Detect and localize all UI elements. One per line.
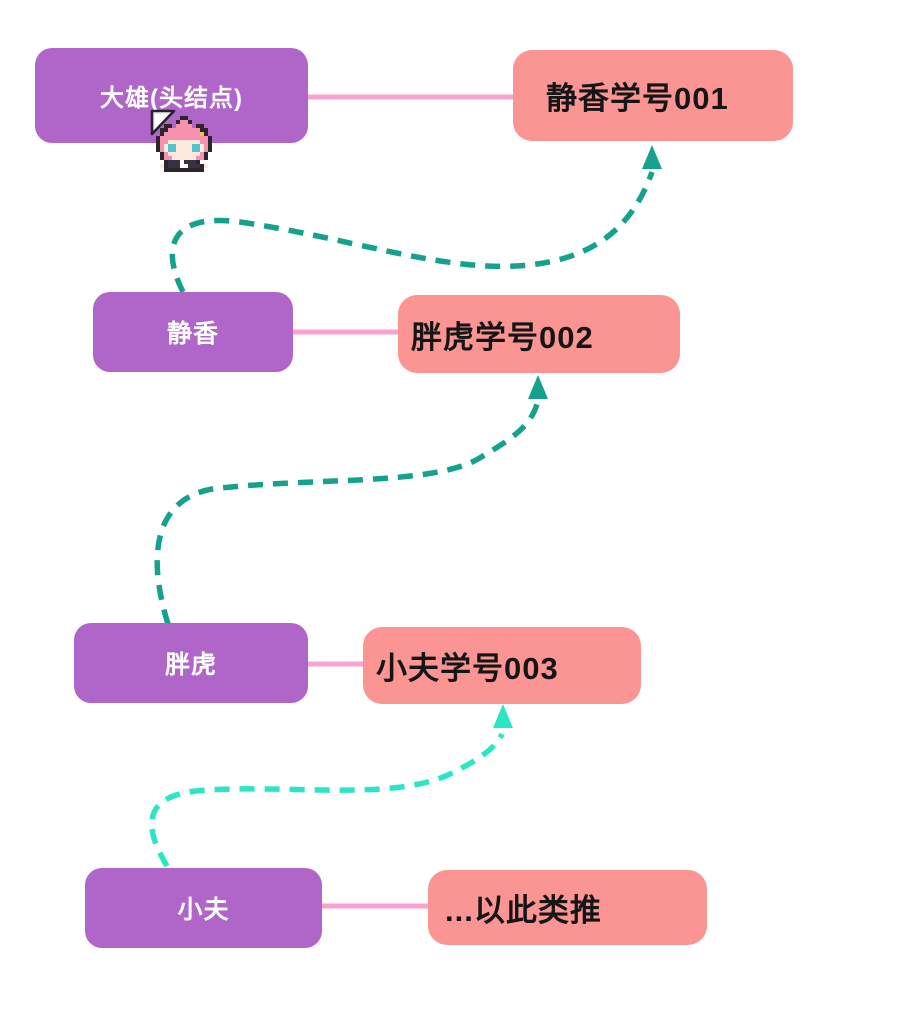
arrowhead-up-icon — [528, 375, 548, 399]
pointer-curve-1 — [169, 171, 655, 294]
arrowhead-up-icon — [642, 145, 662, 169]
anya-pixel-character — [156, 116, 212, 177]
node-box-3: 胖虎 — [74, 623, 308, 703]
node-label: 小夫 — [177, 896, 230, 924]
node-box-2: 静香 — [93, 292, 293, 372]
node-label: 胖虎 — [164, 651, 217, 679]
data-box-3: 小夫学号003 — [363, 627, 641, 704]
pointer-curve-2 — [154, 403, 540, 625]
data-box-1: 静香学号001 — [513, 50, 793, 141]
node-label: 静香 — [166, 320, 219, 348]
data-label: 小夫学号003 — [376, 651, 559, 686]
arrowhead-up-icon — [493, 704, 513, 728]
data-label: ...以此类推 — [445, 893, 602, 928]
data-box-2: 胖虎学号002 — [398, 295, 680, 373]
pointer-curve-3 — [148, 732, 505, 868]
node-label: 大雄(头结点) — [100, 85, 243, 112]
node-box-4: 小夫 — [85, 868, 322, 948]
data-label: 胖虎学号002 — [411, 319, 594, 355]
data-label: 静香学号001 — [546, 81, 729, 116]
pixel-sprite-canvas — [156, 116, 212, 172]
data-box-4: ...以此类推 — [428, 870, 707, 945]
cursor-triangle-icon — [149, 109, 177, 142]
